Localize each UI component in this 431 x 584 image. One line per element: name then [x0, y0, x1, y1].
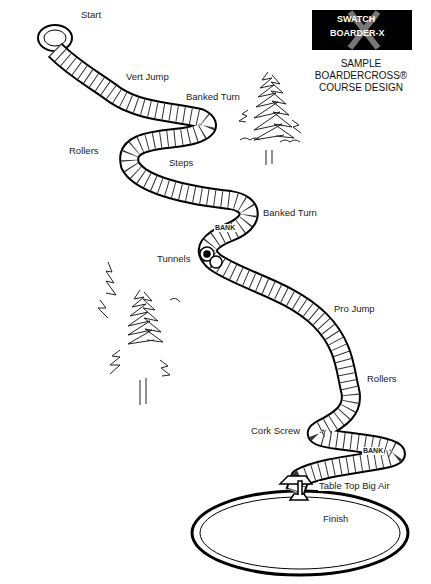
feature-label: Banked Turn — [262, 208, 318, 218]
feature-label: Rollers — [366, 374, 398, 384]
feature-label: Cork Screw — [250, 426, 301, 436]
feature-label: Steps — [168, 158, 194, 168]
feature-label: BANK — [362, 447, 384, 455]
course-band — [55, 50, 396, 492]
feature-label: Banked Turn — [185, 92, 241, 102]
feature-label: Tunnels — [156, 254, 191, 264]
feature-label: Pro Jump — [333, 304, 376, 314]
feature-label: Start — [80, 10, 102, 20]
start-gate — [38, 25, 72, 51]
tree-scribble — [239, 72, 301, 165]
feature-label: Vert Jump — [125, 72, 170, 82]
tree-scribble — [98, 262, 180, 405]
feature-label: Table Top Big Air — [318, 481, 391, 491]
finish-area — [192, 491, 408, 575]
tunnel-symbol — [200, 247, 222, 268]
logo-box — [312, 10, 412, 50]
feature-label: Rollers — [68, 146, 100, 156]
logo-text: BOARDER-X — [329, 29, 386, 39]
table-top-jump — [280, 476, 312, 500]
feature-label: BANK — [214, 224, 236, 232]
finish-area — [200, 497, 400, 569]
logo-text: SWATCH — [336, 15, 376, 25]
course-band — [55, 50, 396, 492]
course-title: SAMPLE BOARDERCROSS® COURSE DESIGN — [305, 58, 417, 94]
course-hatching — [55, 50, 396, 492]
feature-label: Finish — [322, 514, 349, 524]
